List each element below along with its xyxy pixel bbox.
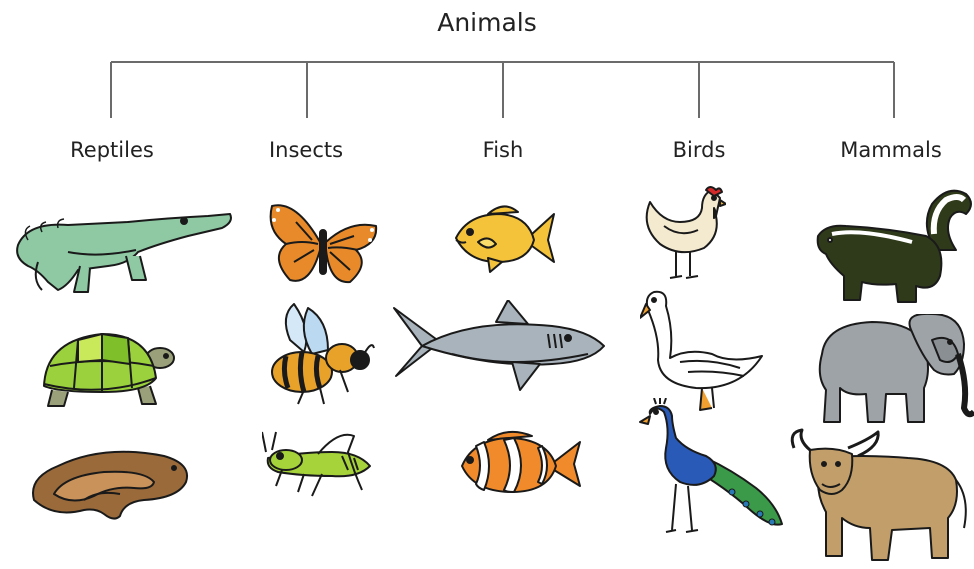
butterfly-image xyxy=(266,200,380,288)
alligator-image xyxy=(8,200,236,300)
clownfish-image xyxy=(458,426,584,502)
category-label-insects: Insects xyxy=(226,138,386,162)
swan-image xyxy=(640,288,766,414)
grasshopper-image xyxy=(262,430,376,500)
peacock-image xyxy=(636,398,784,538)
yak-image xyxy=(788,428,974,566)
elephant-image xyxy=(812,314,974,426)
bee-image xyxy=(264,300,376,408)
skunk-image xyxy=(816,186,974,306)
category-label-reptiles: Reptiles xyxy=(32,138,192,162)
tortoise-image xyxy=(38,326,178,414)
goldfish-image xyxy=(448,200,558,276)
tree-connectors xyxy=(0,0,974,130)
hen-image xyxy=(640,186,726,284)
category-label-mammals: Mammals xyxy=(811,138,971,162)
category-label-fish: Fish xyxy=(423,138,583,162)
snake-image xyxy=(24,438,196,522)
shark-image xyxy=(392,300,608,392)
category-label-birds: Birds xyxy=(619,138,779,162)
